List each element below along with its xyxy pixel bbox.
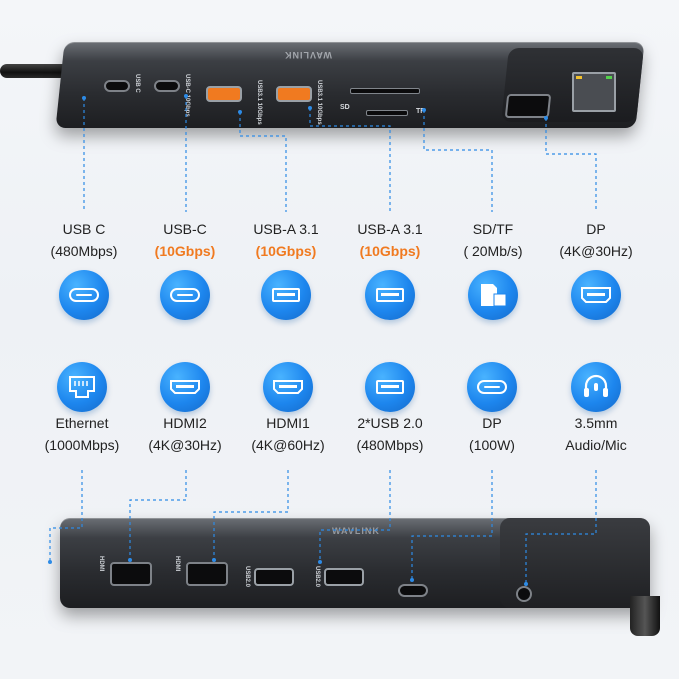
leader-ethernet <box>49 470 83 562</box>
spec-speed: (10Gbps) <box>255 243 317 259</box>
spec-name: DP <box>482 415 502 431</box>
hdmi-icon <box>160 362 210 412</box>
port-usb-a-2 <box>276 86 312 102</box>
spec-sd-tf: SD/TF ( 20Mb/s) <box>438 218 548 262</box>
hdmi-icon <box>263 362 313 412</box>
spec-speed: (480Mbps) <box>356 437 424 453</box>
rj45-led-right <box>606 76 612 79</box>
sd-mark: SD <box>340 104 350 111</box>
spec-name: USB-A 3.1 <box>253 221 319 237</box>
spec-audio: 3.5mm Audio/Mic <box>541 412 651 456</box>
spec-usb-c-480: USB C (480Mbps) <box>29 218 139 262</box>
leader-hdmi2 <box>129 470 187 560</box>
hub-bottom-view <box>60 518 650 608</box>
port-usb-c-pd <box>398 584 428 597</box>
spec-name: SD/TF <box>472 221 514 237</box>
spec-name: USB-A 3.1 <box>357 221 423 237</box>
port-usb20-2 <box>324 568 364 586</box>
port-rj45 <box>572 72 616 112</box>
spec-name: USB C <box>62 221 106 237</box>
usb-c-icon <box>160 270 210 320</box>
displayport-icon <box>571 270 621 320</box>
usb-c-icon <box>467 362 517 412</box>
spec-speed: (10Gbps) <box>359 243 421 259</box>
spec-name: USB-C <box>163 221 207 237</box>
port-hdmi-1 <box>186 562 228 586</box>
spec-speed: (10Gbps) <box>154 243 216 259</box>
spec-name: Ethernet <box>55 415 109 431</box>
spec-speed: Audio/Mic <box>565 437 627 453</box>
bottom-brand-logo: WAVLINK <box>332 526 380 536</box>
spec-ethernet: Ethernet (1000Mbps) <box>27 412 137 456</box>
port-hdmi-2 <box>110 562 152 586</box>
spec-speed: ( 20Mb/s) <box>463 243 523 259</box>
spec-speed: (4K@30Hz) <box>148 437 222 453</box>
tf-card-slot <box>366 110 408 116</box>
usb-a-icon <box>261 270 311 320</box>
spec-usb-a-31-1: USB-A 3.1 (10Gbps) <box>231 218 341 262</box>
spec-usb-c-pd: DP (100W) <box>437 412 547 456</box>
leader-sd-tf <box>423 110 493 212</box>
leader-usb20 <box>319 470 391 562</box>
port-usb-c-480 <box>104 80 130 92</box>
spec-speed: (1000Mbps) <box>44 437 120 453</box>
spec-name: HDMI1 <box>266 415 310 431</box>
sd-tf-card-icon <box>468 270 518 320</box>
spec-usb-a-31-2: USB-A 3.1 (10Gbps) <box>335 218 445 262</box>
spec-dp: DP (4K@30Hz) <box>541 218 651 262</box>
spec-hdmi1: HDMI1 (4K@60Hz) <box>233 412 343 456</box>
usb-a-icon <box>365 362 415 412</box>
leader-audio <box>525 470 597 584</box>
ethernet-icon <box>57 362 107 412</box>
leader-usb-a-2 <box>309 108 391 212</box>
usb-a-icon <box>365 270 415 320</box>
spec-name: HDMI2 <box>163 415 207 431</box>
spec-usb20: 2*USB 2.0 (480Mbps) <box>335 412 445 456</box>
spec-speed: (480Mbps) <box>50 243 118 259</box>
leader-usb-a-1 <box>239 112 287 212</box>
spec-hdmi2: HDMI2 (4K@30Hz) <box>130 412 240 456</box>
port-audio-jack <box>516 586 532 602</box>
rj45-led-left <box>576 76 582 79</box>
spec-usb-c-10g: USB-C (10Gbps) <box>130 218 240 262</box>
sd-card-slot <box>350 88 420 94</box>
leader-usb-c-pd <box>411 470 493 580</box>
tf-mark: TF <box>416 108 425 115</box>
spec-name: DP <box>586 221 606 237</box>
port-usb-c-10g <box>154 80 180 92</box>
usb-c-icon <box>59 270 109 320</box>
leader-dp <box>545 118 597 212</box>
spec-name: 3.5mm <box>574 415 618 431</box>
spec-name: 2*USB 2.0 <box>357 415 423 431</box>
port-usb-a-1 <box>206 86 242 102</box>
leader-hdmi1 <box>213 470 289 560</box>
bottom-cable <box>630 596 660 636</box>
spec-speed: (100W) <box>469 437 515 453</box>
port-usb20-1 <box>254 568 294 586</box>
headset-mic-icon <box>571 362 621 412</box>
spec-speed: (4K@60Hz) <box>251 437 325 453</box>
spec-speed: (4K@30Hz) <box>559 243 633 259</box>
